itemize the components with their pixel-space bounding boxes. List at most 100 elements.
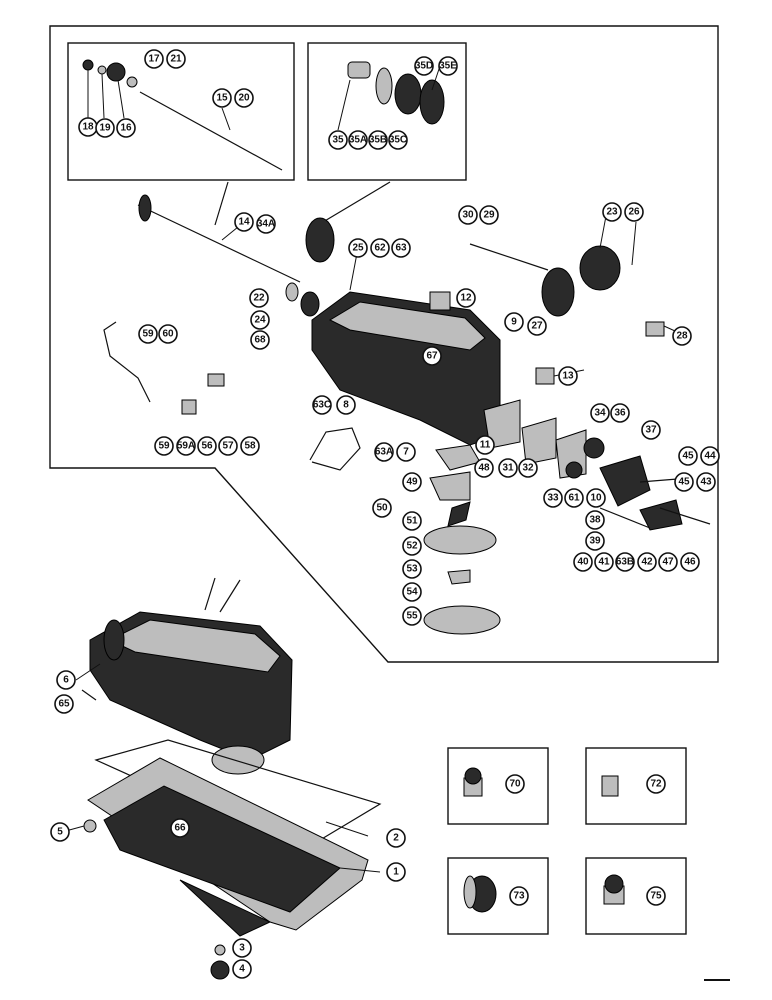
callout-59-lower: 59 [154, 436, 174, 456]
callout-1: 1 [386, 862, 406, 882]
svg-text:45: 45 [678, 477, 690, 488]
svg-text:5: 5 [57, 827, 63, 838]
callout-42: 42 [637, 552, 657, 572]
svg-text:35A: 35A [349, 135, 367, 146]
callout-67: 67 [422, 346, 442, 366]
svg-text:13: 13 [562, 371, 574, 382]
plug-72 [601, 775, 619, 797]
callout-41: 41 [594, 552, 614, 572]
callout-35: 35 [328, 130, 348, 150]
callout-9: 9 [504, 312, 524, 332]
svg-text:1: 1 [393, 867, 399, 878]
svg-text:20: 20 [238, 93, 250, 104]
callout-55: 55 [402, 606, 422, 626]
callout-35E: 35E [438, 56, 458, 76]
callout-45-lower: 45 [674, 472, 694, 492]
callout-21: 21 [166, 49, 186, 69]
callout-12: 12 [456, 288, 476, 308]
callout-10: 10 [586, 488, 606, 508]
lower-housing [81, 611, 293, 775]
svg-text:26: 26 [628, 207, 640, 218]
callout-63A: 63A [374, 442, 394, 462]
callout-25: 25 [348, 238, 368, 258]
svg-text:39: 39 [589, 536, 601, 547]
svg-text:25: 25 [352, 243, 364, 254]
svg-text:33: 33 [547, 493, 559, 504]
svg-text:44: 44 [704, 451, 716, 462]
svg-text:30: 30 [462, 210, 474, 221]
svg-text:23: 23 [606, 207, 618, 218]
fitting-75 [603, 874, 625, 905]
svg-text:53: 53 [406, 564, 418, 575]
svg-text:34: 34 [594, 408, 606, 419]
inset-box-75 [585, 857, 687, 935]
callout-75: 75 [646, 886, 666, 906]
svg-text:63A: 63A [375, 447, 393, 458]
svg-text:35E: 35E [439, 61, 457, 72]
callout-leaders [61, 65, 687, 873]
svg-text:10: 10 [590, 493, 602, 504]
linkage-assembly [599, 455, 711, 531]
callout-47: 47 [658, 552, 678, 572]
callout-28: 28 [672, 326, 692, 346]
callout-45-upper: 45 [678, 446, 698, 466]
svg-text:43: 43 [700, 477, 712, 488]
callout-35B: 35B [368, 130, 388, 150]
svg-text:41: 41 [598, 557, 610, 568]
svg-text:16: 16 [120, 123, 132, 134]
callout-3: 3 [232, 938, 252, 958]
svg-text:15: 15 [216, 93, 228, 104]
callout-62: 62 [370, 238, 390, 258]
svg-text:9: 9 [511, 317, 517, 328]
main-frame [49, 25, 719, 663]
svg-text:52: 52 [406, 541, 418, 552]
svg-text:59: 59 [158, 441, 170, 452]
callout-14: 14 [234, 212, 254, 232]
svg-text:27: 27 [531, 321, 543, 332]
svg-text:49: 49 [406, 477, 418, 488]
callout-13: 13 [558, 366, 578, 386]
svg-text:75: 75 [650, 891, 662, 902]
svg-text:21: 21 [170, 54, 182, 65]
callout-58: 58 [240, 436, 260, 456]
svg-text:12: 12 [460, 293, 472, 304]
right-gear-shaft [469, 243, 665, 337]
svg-text:70: 70 [509, 779, 521, 790]
callout-60: 60 [158, 324, 178, 344]
callout-30: 30 [458, 205, 478, 225]
callout-53: 53 [402, 559, 422, 579]
svg-text:32: 32 [522, 463, 534, 474]
callout-48: 48 [474, 458, 494, 478]
svg-text:68: 68 [254, 335, 266, 346]
svg-text:4: 4 [239, 964, 245, 975]
callout-66: 66 [170, 818, 190, 838]
callout-37: 37 [641, 420, 661, 440]
svg-text:45: 45 [682, 451, 694, 462]
svg-text:46: 46 [684, 557, 696, 568]
inset-bearing-parts [347, 61, 445, 125]
callout-31: 31 [498, 458, 518, 478]
svg-text:34A: 34A [257, 219, 275, 230]
callout-2: 2 [386, 828, 406, 848]
svg-text:19: 19 [99, 123, 111, 134]
pump-assembly [423, 399, 605, 635]
housing-leader-2 [219, 579, 241, 613]
oil-line-left [103, 321, 361, 471]
callout-54: 54 [402, 582, 422, 602]
callout-15: 15 [212, 88, 232, 108]
callout-52: 52 [402, 536, 422, 556]
callout-16: 16 [116, 118, 136, 138]
callout-72: 72 [646, 774, 666, 794]
callout-4: 4 [232, 959, 252, 979]
callout-8: 8 [336, 395, 356, 415]
callout-63B: 63B [615, 552, 635, 572]
callout-35A: 35A [348, 130, 368, 150]
callout-46: 46 [680, 552, 700, 572]
callout-33: 33 [543, 488, 563, 508]
callout-63: 63 [391, 238, 411, 258]
svg-text:50: 50 [376, 503, 388, 514]
housing-leader-1 [204, 577, 216, 611]
svg-text:8: 8 [343, 400, 349, 411]
svg-text:59: 59 [142, 329, 154, 340]
inset-leader-right [317, 181, 391, 226]
